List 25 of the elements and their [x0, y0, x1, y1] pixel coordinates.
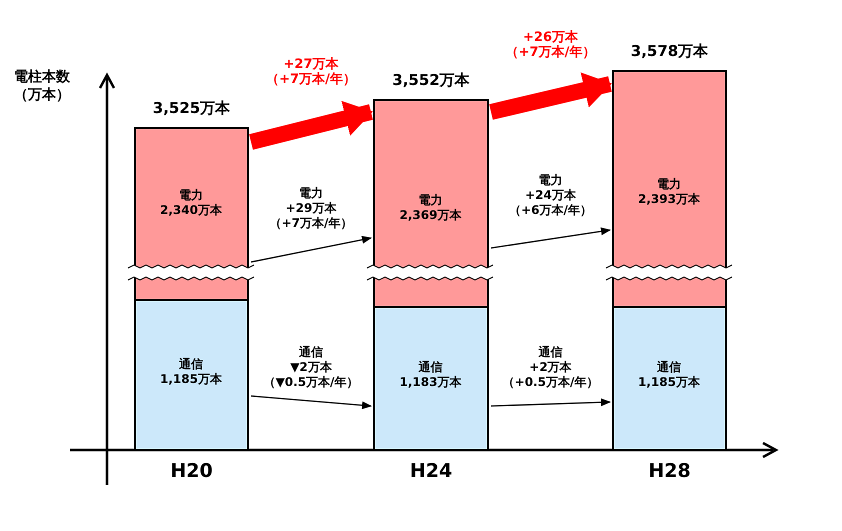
arrow — [250, 236, 372, 263]
bar-segment — [134, 299, 249, 451]
block-arrow — [249, 100, 373, 150]
arrow — [250, 395, 372, 410]
category-label: H20 — [170, 460, 213, 482]
total-label: 3,525万本 — [152, 99, 230, 117]
axis-title: 電柱本数（万本） — [14, 68, 70, 104]
category-label: H28 — [648, 460, 691, 482]
bar-segment — [612, 306, 727, 451]
bar-segment — [373, 306, 489, 451]
segment-label: 通信 1,183万本 — [400, 360, 462, 390]
bar-segment — [373, 99, 489, 308]
segment-label: 電力 2,340万本 — [160, 188, 222, 218]
total-label: 3,578万本 — [630, 42, 708, 60]
segment-label: 通信 1,185万本 — [638, 360, 700, 390]
segment-label: 電力 2,393万本 — [638, 176, 700, 206]
bar-segment — [612, 70, 727, 308]
total-label: 3,552万本 — [392, 71, 470, 89]
segment-label: 電力 2,369万本 — [400, 192, 462, 222]
segment-label: 通信 1,185万本 — [160, 356, 222, 386]
category-label: H24 — [410, 460, 452, 482]
arrow — [490, 227, 611, 249]
block-arrow — [489, 72, 612, 120]
bar-segment — [134, 127, 249, 301]
arrow — [490, 398, 611, 407]
